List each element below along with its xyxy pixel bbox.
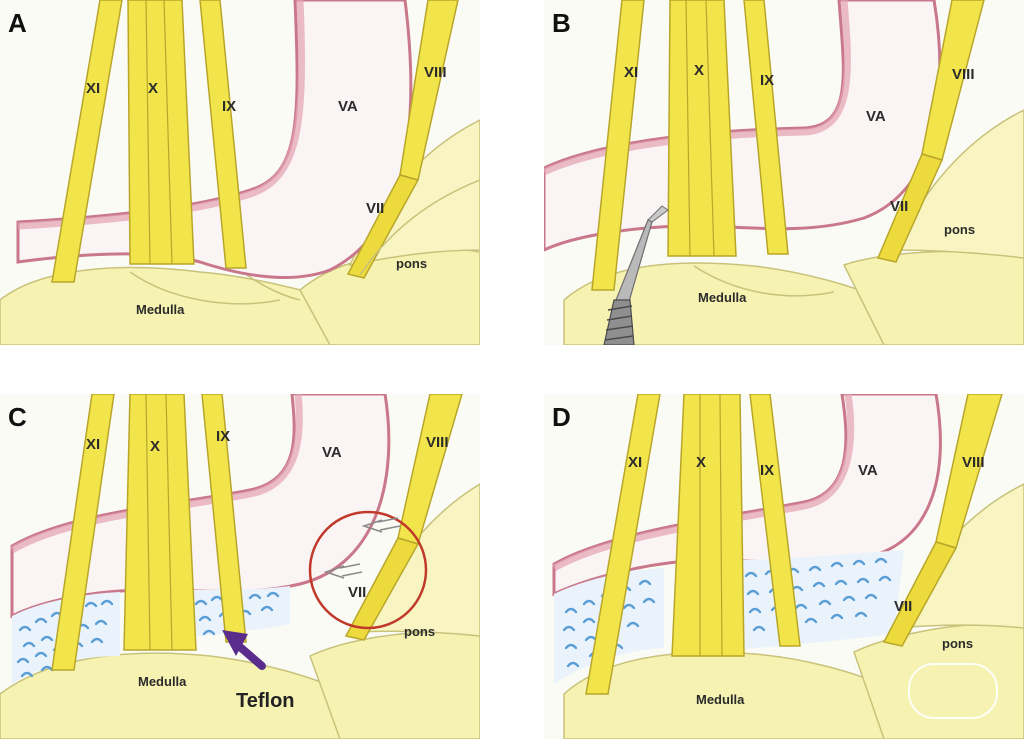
panel-b: B XI X IX VA VIII VII pons Medulla [544, 0, 1024, 345]
label-xi: XI [628, 454, 643, 471]
label-viii: VIII [426, 434, 449, 451]
panel-a: A XI X IX VA VIII VII pons Medulla [0, 0, 480, 345]
panel-c-drawing [0, 394, 480, 739]
nerve-vii [344, 537, 420, 641]
label-medulla: Medulla [696, 692, 745, 707]
brainstem-fold [693, 265, 835, 297]
label-ix: IX [760, 462, 775, 479]
panel-d-drawing [552, 394, 1024, 739]
nerve-xi [585, 394, 661, 695]
label-vii: VII [366, 200, 385, 217]
nerve-xi [51, 0, 123, 283]
label-vii: VII [348, 584, 367, 601]
artery-shading [10, 394, 303, 554]
label-medulla: Medulla [138, 674, 187, 689]
label-va: VA [858, 462, 878, 479]
nerve-x-fiber [699, 394, 723, 657]
teflon-pad-right [734, 550, 904, 650]
nerve-x [127, 0, 195, 265]
label-medulla: Medulla [136, 302, 185, 317]
panel-b-label: B [552, 8, 571, 38]
panel-d: D XI X IX VA VIII VII pons Medulla [544, 394, 1024, 739]
nerve-x-fiber [145, 0, 173, 265]
label-pons: pons [404, 624, 436, 639]
label-xi: XI [624, 64, 639, 81]
brainstem-fold [129, 271, 281, 305]
pons-shape [309, 631, 480, 739]
decompression-circle [308, 510, 428, 630]
label-xi: XI [86, 80, 101, 97]
label-xi: XI [86, 436, 101, 453]
label-medulla: Medulla [698, 290, 747, 305]
label-vii: VII [894, 598, 913, 615]
nerve-ix [199, 0, 247, 269]
artery-shading [17, 0, 306, 230]
panel-a-drawing [0, 0, 480, 345]
nerve-xi [591, 0, 645, 291]
nerve-vii [882, 541, 958, 647]
nerve-x [123, 394, 197, 651]
nerve-xi [51, 394, 115, 671]
label-viii: VIII [424, 64, 447, 81]
panel-d-label: D [552, 402, 571, 432]
nerve-ix [201, 394, 247, 643]
label-viii: VIII [952, 66, 975, 83]
label-ix: IX [216, 428, 231, 445]
nerve-vii [346, 174, 420, 279]
nerve-ix [743, 0, 789, 255]
panel-c-label: C [8, 402, 27, 432]
nerve-x-fiber [145, 394, 173, 651]
nerve-ix [749, 394, 801, 647]
label-va: VA [338, 98, 358, 115]
label-x: X [148, 80, 159, 97]
label-x: X [694, 62, 705, 79]
label-va: VA [322, 444, 342, 461]
dissector-grip-lines [604, 305, 634, 341]
nerve-x [667, 0, 737, 257]
label-ix: IX [222, 98, 237, 115]
label-va: VA [866, 108, 886, 125]
label-teflon: Teflon [236, 690, 295, 712]
panel-b-drawing [544, 0, 1024, 345]
panel-c: C XI X IX VA VIII VII pons Medulla Teflo… [0, 394, 480, 739]
watermark-logo [908, 663, 998, 719]
dissector-handle [603, 299, 635, 345]
label-pons: pons [944, 222, 976, 237]
label-pons: pons [396, 256, 428, 271]
label-ix: IX [760, 72, 775, 89]
label-viii: VIII [962, 454, 985, 471]
label-vii: VII [890, 198, 909, 215]
panel-a-label: A [8, 8, 27, 38]
medulla-shape [0, 652, 381, 739]
teflon-arrowhead [222, 630, 248, 656]
label-x: X [150, 438, 161, 455]
pulsation-arrows [323, 517, 401, 579]
nerve-vii [876, 153, 944, 263]
label-pons: pons [942, 636, 974, 651]
nerve-x [671, 394, 745, 657]
nerve-x-fiber [685, 0, 715, 257]
pons-outline [359, 179, 480, 276]
dissector-tip [647, 205, 669, 223]
label-x: X [696, 454, 707, 471]
